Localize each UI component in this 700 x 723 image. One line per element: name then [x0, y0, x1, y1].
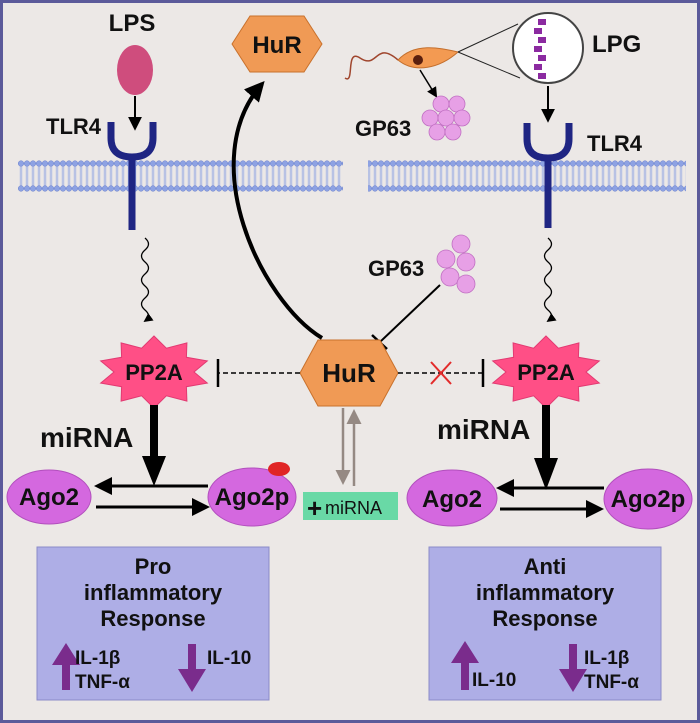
ago2-right-label: Ago2 [422, 486, 482, 513]
mirna-left-head [142, 456, 166, 486]
eq-right-forward-head [586, 500, 604, 518]
right-up-1: IL-10 [472, 670, 516, 691]
ago2p-right [603, 468, 693, 530]
ago2-left [6, 469, 92, 525]
left-up-2: TNF-α [75, 672, 130, 693]
signal-squiggle-right [543, 237, 557, 323]
eq-right-back-head [496, 479, 514, 497]
eq-left-forward-head [192, 498, 210, 516]
signal-squiggle-left [140, 237, 154, 323]
hur-center-label: HuR [322, 358, 376, 388]
phospho-left [268, 462, 290, 476]
left-box-line1: Pro [135, 554, 172, 579]
pro-inflammatory-box [36, 546, 270, 701]
ago2p-left-label: Ago2p [215, 484, 290, 511]
right-box-line1: Anti [524, 554, 567, 579]
left-down-1: IL-10 [207, 648, 251, 669]
tlr4-receptor-right [523, 123, 573, 228]
right-down-1: IL-1β [584, 648, 629, 669]
tlr4-left-label: TLR4 [46, 114, 102, 139]
mirna-right-label: miRNA [437, 414, 530, 445]
mirna-small-label: miRNA [325, 498, 382, 518]
gp63-cluster-top [421, 95, 471, 141]
gp63-mid-label: GP63 [368, 256, 424, 281]
gp63-top-label: GP63 [355, 116, 411, 141]
pp2a-right-label: PP2A [517, 360, 575, 385]
cell-membrane-left [18, 160, 343, 192]
lps-label: LPS [109, 10, 156, 37]
down-arrow-icon-right [559, 644, 587, 692]
up-arrow-icon-right [451, 641, 479, 690]
mirna-left-label: miRNA [40, 422, 133, 453]
plus-sign: + [307, 493, 322, 523]
left-box-line2: inflammatory [84, 580, 223, 605]
hur-top-label: HuR [252, 32, 301, 59]
gp63-inhibits-hur-line [379, 284, 441, 343]
hur-hexagon-top [231, 15, 323, 73]
tlr4-right-label: TLR4 [587, 131, 643, 156]
down-arrow-icon-left [178, 644, 206, 692]
up-arrow-icon-left [52, 643, 80, 690]
pp2a-left-label: PP2A [125, 360, 183, 385]
mirna-box [303, 492, 398, 520]
lpg-glycan-chain [534, 19, 546, 79]
tlr4-receptor-left [107, 122, 157, 230]
blocked-cross-icon [430, 361, 452, 385]
right-box-line3: Response [492, 606, 597, 631]
ago2-right [406, 469, 498, 527]
gp63-release-arrow [419, 69, 438, 98]
lpg-zoom-circle [512, 12, 584, 84]
mirna-right-head [534, 458, 558, 490]
hur-translocation-arrow [231, 80, 324, 340]
zoom-line-lower [457, 51, 521, 79]
eq-left-back-head [94, 477, 112, 495]
right-down-2: TNF-α [584, 672, 639, 693]
ago2p-right-label: Ago2p [611, 486, 686, 513]
left-up-1: IL-1β [75, 648, 120, 669]
right-box-line2: inflammatory [476, 580, 615, 605]
zoom-line-upper [457, 23, 519, 53]
cell-membrane-right [368, 160, 686, 192]
ago2-left-label: Ago2 [19, 484, 79, 511]
lpg-label: LPG [592, 31, 641, 58]
left-box-line3: Response [100, 606, 205, 631]
gp63-cluster-mid [436, 234, 476, 294]
ago2p-left [207, 467, 297, 527]
lps-molecule [117, 45, 153, 95]
